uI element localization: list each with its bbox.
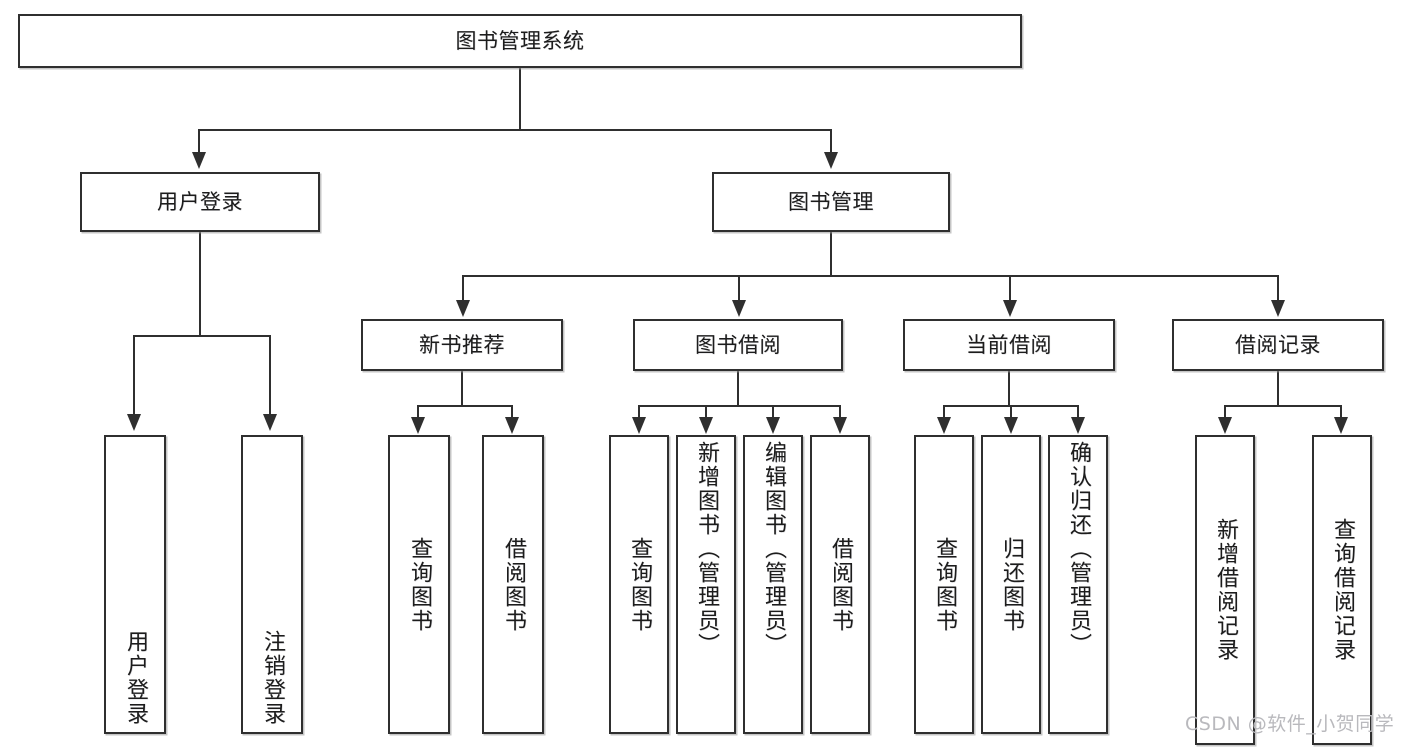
arrow-to-leaf-borrow-book-b xyxy=(833,417,847,434)
connector-bb-2 xyxy=(705,405,707,419)
arrow-to-new-book xyxy=(456,300,470,317)
node-label: 借阅记录 xyxy=(1235,332,1321,357)
connector-user-login-stem xyxy=(199,232,201,336)
node-label: 用户登录 xyxy=(157,189,243,214)
node-label: 图书管理 xyxy=(788,189,874,214)
node-user-login[interactable]: 用户登录 xyxy=(80,172,320,232)
connector-to-book-borrow xyxy=(738,275,740,303)
connector-user-login-to-logout xyxy=(269,335,271,417)
connector-cb-2 xyxy=(1010,405,1012,419)
node-label: 注销登录 xyxy=(259,630,285,726)
node-book-borrow[interactable]: 图书借阅 xyxy=(633,319,843,371)
arrow-to-leaf-user-login xyxy=(127,414,141,431)
leaf-add-book-admin[interactable]: 新增图书（管理员） xyxy=(676,435,736,734)
arrow-to-leaf-query-book-c xyxy=(937,417,951,434)
connector-current-borrow-stem xyxy=(1008,371,1010,406)
node-label: 归还图书 xyxy=(998,536,1024,633)
connector-bb-1 xyxy=(638,405,640,419)
arrow-to-book-borrow xyxy=(732,300,746,317)
node-label: 借阅图书 xyxy=(827,536,853,633)
arrow-to-leaf-query-book-a xyxy=(411,417,425,434)
node-label: 查询图书 xyxy=(626,536,652,633)
connector-book-manage-bus xyxy=(462,275,1277,277)
node-current-borrow[interactable]: 当前借阅 xyxy=(903,319,1115,371)
leaf-confirm-return-admin[interactable]: 确认归还（管理员） xyxy=(1048,435,1108,734)
connector-cb-3 xyxy=(1077,405,1079,419)
node-label: 图书借阅 xyxy=(695,332,781,357)
node-label: 图书管理系统 xyxy=(455,28,585,53)
node-label: 当前借阅 xyxy=(966,332,1052,357)
node-label: 用户登录 xyxy=(122,630,148,726)
connector-bb-4 xyxy=(839,405,841,419)
arrow-to-user-login xyxy=(192,152,206,169)
leaf-user-login[interactable]: 用户登录 xyxy=(104,435,166,734)
connector-user-login-bus xyxy=(133,335,269,337)
node-label: 编辑图书（管理员） xyxy=(760,441,786,657)
connector-borrow-record-stem xyxy=(1277,371,1279,406)
arrow-to-leaf-query-book-b xyxy=(632,417,646,434)
node-label: 确认归还（管理员） xyxy=(1065,441,1091,657)
node-label: 查询借阅记录 xyxy=(1329,518,1355,662)
leaf-add-borrow-record[interactable]: 新增借阅记录 xyxy=(1195,435,1255,745)
connector-book-manage-stem xyxy=(830,232,832,276)
connector-root-stem xyxy=(519,68,521,130)
connector-book-borrow-stem xyxy=(737,371,739,406)
arrow-to-leaf-return-book xyxy=(1004,417,1018,434)
connector-cb-1 xyxy=(943,405,945,419)
node-label: 新书推荐 xyxy=(419,332,505,357)
connector-to-borrow-record xyxy=(1277,275,1279,303)
connector-book-borrow-bus xyxy=(638,405,841,407)
arrow-to-leaf-add-book xyxy=(699,417,713,434)
connector-to-new-book xyxy=(462,275,464,303)
leaf-borrow-book[interactable]: 借阅图书 xyxy=(810,435,870,734)
node-borrow-record[interactable]: 借阅记录 xyxy=(1172,319,1384,371)
leaf-edit-book-admin[interactable]: 编辑图书（管理员） xyxy=(743,435,803,734)
arrow-to-borrow-record xyxy=(1271,300,1285,317)
connector-new-book-stem xyxy=(461,371,463,406)
arrow-to-leaf-confirm-return xyxy=(1071,417,1085,434)
arrow-to-book-manage xyxy=(824,152,838,169)
arrow-to-leaf-logout xyxy=(263,414,277,431)
connector-root-to-user-login xyxy=(198,129,200,155)
leaf-query-book-current[interactable]: 查询图书 xyxy=(914,435,974,734)
connector-new-book-to-query xyxy=(417,405,419,419)
arrow-to-leaf-query-record xyxy=(1334,417,1348,434)
connector-root-bus xyxy=(198,129,832,131)
leaf-borrow-book-recommend[interactable]: 借阅图书 xyxy=(482,435,544,734)
connector-root-to-book-manage xyxy=(830,129,832,155)
arrow-to-leaf-add-record xyxy=(1218,417,1232,434)
connector-bb-3 xyxy=(772,405,774,419)
connector-br-1 xyxy=(1224,405,1226,419)
leaf-logout[interactable]: 注销登录 xyxy=(241,435,303,734)
leaf-query-borrow-record[interactable]: 查询借阅记录 xyxy=(1312,435,1372,745)
node-label: 新增图书（管理员） xyxy=(693,441,719,657)
arrow-to-leaf-edit-book xyxy=(766,417,780,434)
arrow-to-current-borrow xyxy=(1003,300,1017,317)
connector-borrow-record-bus xyxy=(1224,405,1342,407)
node-book-manage[interactable]: 图书管理 xyxy=(712,172,950,232)
connector-to-current-borrow xyxy=(1009,275,1011,303)
node-root-system[interactable]: 图书管理系统 xyxy=(18,14,1022,68)
leaf-query-book-borrow[interactable]: 查询图书 xyxy=(609,435,669,734)
connector-new-book-to-borrow xyxy=(511,405,513,419)
node-label: 查询图书 xyxy=(406,536,432,633)
leaf-return-book[interactable]: 归还图书 xyxy=(981,435,1041,734)
node-label: 查询图书 xyxy=(931,536,957,633)
connector-user-login-to-login xyxy=(133,335,135,417)
leaf-query-book-recommend[interactable]: 查询图书 xyxy=(388,435,450,734)
connector-new-book-bus xyxy=(417,405,512,407)
node-label: 新增借阅记录 xyxy=(1212,518,1238,662)
connector-br-2 xyxy=(1340,405,1342,419)
node-label: 借阅图书 xyxy=(500,536,526,633)
arrow-to-leaf-borrow-book-a xyxy=(505,417,519,434)
node-new-book-recommend[interactable]: 新书推荐 xyxy=(361,319,563,371)
